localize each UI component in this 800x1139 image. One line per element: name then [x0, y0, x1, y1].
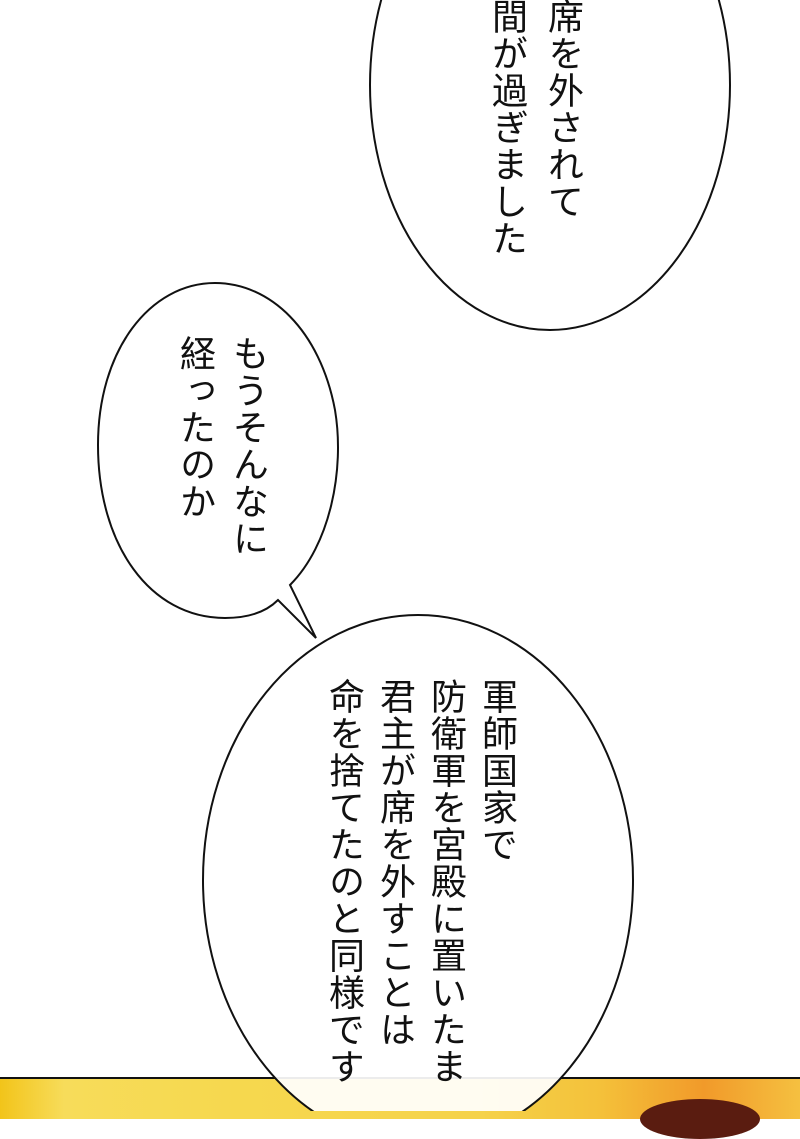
bubble-bottom-line-1: 軍師国家で	[476, 678, 517, 863]
bubble-middle-line-2: 経ったのか	[174, 335, 215, 520]
speech-bubbles-layer	[96, 0, 731, 1111]
bubble-top-line-2: 間が過ぎました	[486, 0, 527, 257]
speech-bubble-bottom	[202, 614, 634, 1111]
speech-bubble-top	[369, 0, 731, 331]
bubble-top-line-1: 席を外されて	[542, 0, 583, 220]
bubble-bottom-line-4: 命を捨てたのと同様です	[323, 678, 364, 1085]
speech-bubble-middle	[96, 281, 339, 639]
bubble-middle-line-1: もうそんなに	[227, 335, 268, 557]
bubble-bottom-line-3: 君主が席を外すことは	[374, 678, 415, 1048]
bubble-bottom-line-2: 防衛軍を宮殿に置いたま	[425, 678, 466, 1085]
